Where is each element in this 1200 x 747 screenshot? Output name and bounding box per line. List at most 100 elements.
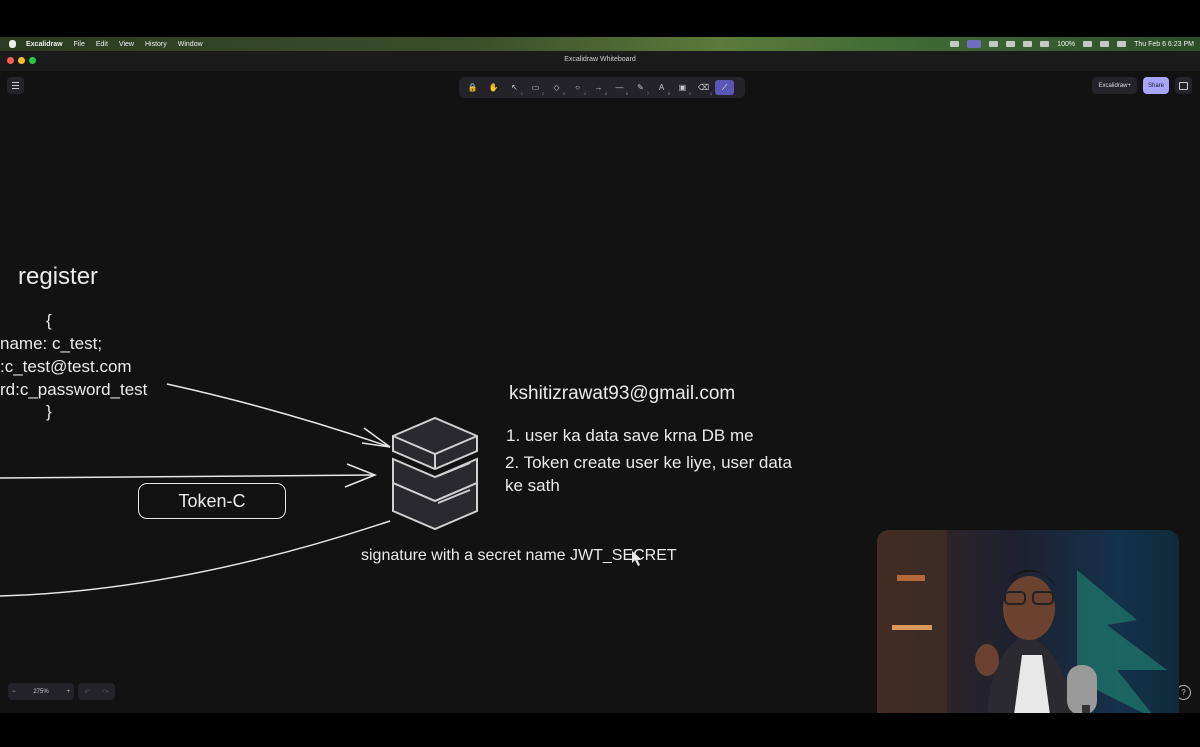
sidebar-icon xyxy=(1179,81,1188,90)
share-button[interactable]: Share xyxy=(1142,77,1169,94)
tool-shortcut: 5 xyxy=(604,91,607,96)
selection-icon[interactable]: ↖1 xyxy=(505,80,524,96)
lock-icon[interactable]: 🔒 xyxy=(463,80,482,95)
code-close-brace[interactable]: } xyxy=(46,402,52,421)
arrow-icon[interactable]: →5 xyxy=(589,80,608,96)
tool-glyph: ○ xyxy=(575,83,580,92)
email-text[interactable]: kshitizrawat93@gmail.com xyxy=(509,383,736,404)
screen-record-icon[interactable] xyxy=(967,40,982,48)
eraser-icon[interactable]: ⌫0 xyxy=(694,80,713,96)
tool-glyph: ▣ xyxy=(678,83,687,92)
server-icon xyxy=(392,416,478,531)
window-title-bar: Excalidraw Whiteboard xyxy=(0,51,1200,71)
zoom-out-button[interactable]: − xyxy=(12,688,16,695)
control-center-icon[interactable] xyxy=(1117,41,1127,47)
redo-button[interactable]: ↷ xyxy=(102,688,109,696)
arrow-server-to-client xyxy=(0,520,391,597)
cloud-icon[interactable] xyxy=(989,41,999,47)
close-window-icon[interactable] xyxy=(7,57,14,64)
undo-redo-controls: ↶ ↷ xyxy=(78,683,115,700)
bluetooth-icon[interactable] xyxy=(1023,41,1033,47)
register-heading[interactable]: register xyxy=(18,263,99,290)
arrowhead-token xyxy=(344,463,378,488)
menu-file[interactable]: File xyxy=(73,40,85,48)
code-line-name[interactable]: name: c_test; xyxy=(0,334,103,353)
presenter-video xyxy=(877,530,1179,713)
menu-history[interactable]: History xyxy=(144,40,167,48)
tool-glyph: ✎ xyxy=(637,83,644,92)
tool-glyph: 🔒 xyxy=(467,83,478,92)
arrow-register-to-server xyxy=(166,383,391,448)
tool-glyph: ⟋ xyxy=(721,82,728,92)
status-items: 100% Thu Feb 6 6:23 PM xyxy=(950,37,1194,51)
window-title: Excalidraw Whiteboard xyxy=(564,56,636,63)
zoom-controls: − 275% + xyxy=(8,683,74,700)
tool-shortcut: 1 xyxy=(520,91,523,96)
tool-glyph: A xyxy=(658,83,665,92)
menu-edit[interactable]: Edit xyxy=(95,40,108,48)
tool-shortcut: 3 xyxy=(562,91,565,96)
rectangle-icon[interactable]: ▭2 xyxy=(526,80,545,96)
undo-button[interactable]: ↶ xyxy=(84,688,91,696)
library-sidebar-button[interactable] xyxy=(1175,77,1192,94)
token-box[interactable]: Token-C xyxy=(138,483,286,519)
step-1-text[interactable]: 1. user ka data save krna DB me xyxy=(506,426,754,445)
tool-shortcut: 8 xyxy=(667,91,670,96)
tool-glyph: ⌫ xyxy=(697,83,710,92)
tool-shortcut: 4 xyxy=(583,91,586,96)
tool-shortcut: 7 xyxy=(646,91,649,96)
macos-menu-bar: Excalidraw File Edit View History Window… xyxy=(0,37,1200,51)
tool-glyph: ◇ xyxy=(553,83,560,92)
excalidraw-plus-button[interactable]: Excalidraw+ xyxy=(1092,77,1137,94)
hamburger-icon xyxy=(12,82,19,89)
display-icon[interactable] xyxy=(1006,41,1016,47)
tool-glyph: ✋ xyxy=(488,83,499,92)
top-right-controls: Excalidraw+ Share xyxy=(1092,77,1192,94)
hand-icon[interactable]: ✋ xyxy=(484,80,503,95)
webcam-overlay xyxy=(877,530,1179,713)
tool-glyph: — xyxy=(615,83,624,92)
menu-window[interactable]: Window xyxy=(177,40,203,48)
tool-shortcut: 2 xyxy=(541,91,544,96)
code-open-brace[interactable]: { xyxy=(46,311,52,330)
code-line-email[interactable]: :c_test@test.com xyxy=(0,357,132,376)
menu-app-name[interactable]: Excalidraw xyxy=(26,40,63,48)
main-menu-button[interactable] xyxy=(7,77,24,94)
zoom-level[interactable]: 275% xyxy=(33,688,49,695)
battery-percent: 100% xyxy=(1057,40,1076,48)
image-icon[interactable]: ▣9 xyxy=(673,80,692,96)
tool-shortcut: 0 xyxy=(709,91,712,96)
wifi-icon[interactable] xyxy=(1083,41,1093,47)
screen: Excalidraw File Edit View History Window… xyxy=(0,37,1200,713)
menu-clock[interactable]: Thu Feb 6 6:23 PM xyxy=(1134,40,1194,48)
diamond-icon[interactable]: ◇3 xyxy=(547,80,566,96)
step-2-text[interactable]: 2. Token create user ke liye, user data xyxy=(505,453,792,472)
drawing-layer xyxy=(0,383,641,597)
search-icon[interactable] xyxy=(1100,41,1110,47)
zoom-window-icon[interactable] xyxy=(29,57,36,64)
menu-view[interactable]: View xyxy=(118,40,134,48)
arrowhead-register xyxy=(361,427,391,448)
minimize-window-icon[interactable] xyxy=(18,57,25,64)
arrow-token-to-server xyxy=(0,474,376,479)
pencil-icon[interactable]: ✎7 xyxy=(631,80,650,96)
tool-shortcut: 6 xyxy=(625,91,628,96)
battery-icon[interactable] xyxy=(1040,41,1050,47)
cursor-icon xyxy=(632,551,641,566)
tool-glyph: ▭ xyxy=(531,83,540,92)
status-icon[interactable] xyxy=(950,41,960,47)
code-line-password[interactable]: rd:c_password_test xyxy=(0,380,148,399)
tool-glyph: ↖ xyxy=(511,83,518,92)
apple-icon[interactable] xyxy=(9,40,16,48)
laser-icon[interactable]: ⟋ xyxy=(715,80,734,95)
tool-glyph: → xyxy=(594,83,603,92)
line-icon[interactable]: —6 xyxy=(610,80,629,96)
tool-shortcut: 9 xyxy=(688,91,691,96)
zoom-in-button[interactable]: + xyxy=(66,688,70,695)
ellipse-icon[interactable]: ○4 xyxy=(568,80,587,96)
step-2-continuation[interactable]: ke sath xyxy=(505,476,560,495)
signature-text[interactable]: signature with a secret name JWT_SECRET xyxy=(361,547,677,564)
